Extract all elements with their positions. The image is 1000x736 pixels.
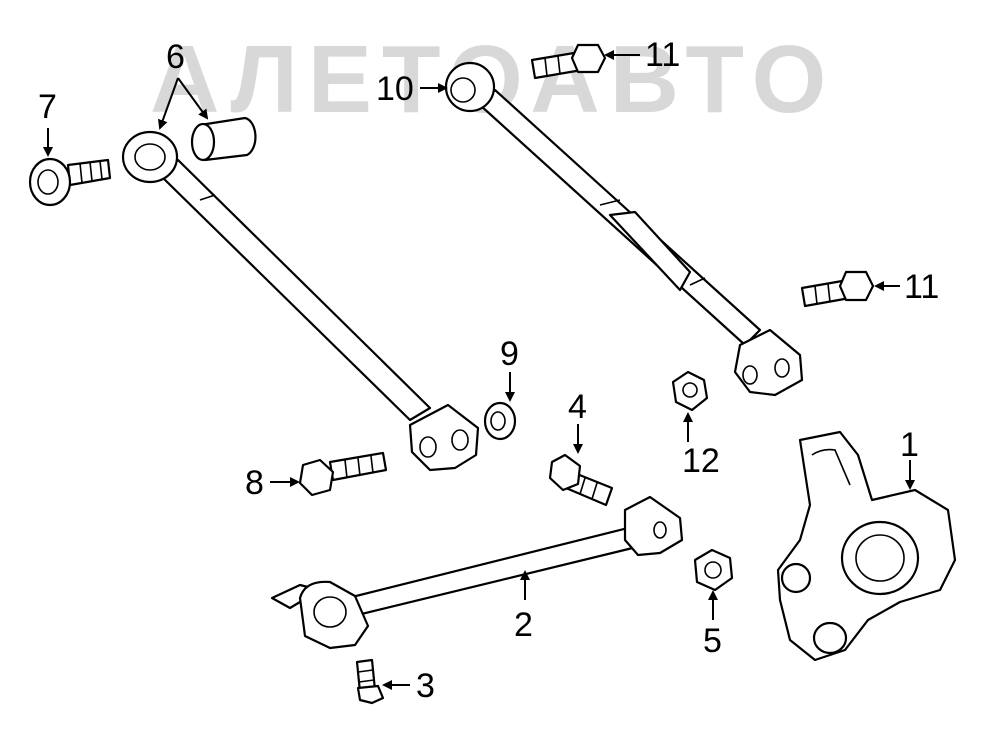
part-6-upper-arm — [121, 130, 480, 472]
callout-11-right: 11 — [904, 268, 939, 306]
part-12-nut — [671, 370, 709, 412]
part-2-lower-arm — [270, 495, 684, 650]
part-11-bolt-right — [800, 270, 875, 308]
part-6-bushing — [190, 116, 257, 162]
part-3-bolt — [355, 658, 385, 705]
part-10-control-arm — [444, 61, 804, 397]
part-11-bolt-top — [530, 43, 607, 80]
callout-6: 6 — [166, 38, 185, 76]
callout-5: 5 — [703, 622, 722, 660]
callout-8: 8 — [245, 464, 264, 502]
callout-10: 10 — [376, 70, 414, 108]
part-8-bolt — [298, 451, 388, 497]
callout-1: 1 — [900, 426, 919, 464]
callout-7: 7 — [38, 88, 57, 126]
part-5-nut — [693, 548, 734, 592]
part-1-knuckle — [776, 430, 957, 662]
callout-3: 3 — [416, 667, 435, 705]
callout-9: 9 — [500, 335, 519, 373]
callout-2: 2 — [514, 606, 533, 644]
part-7-bolt — [28, 157, 112, 207]
leader-lines — [43, 50, 915, 690]
callout-11-top: 11 — [645, 36, 680, 74]
part-4-bolt — [548, 453, 614, 507]
part-9-nut — [483, 401, 517, 441]
callout-12: 12 — [682, 442, 720, 480]
callout-4: 4 — [568, 388, 587, 426]
